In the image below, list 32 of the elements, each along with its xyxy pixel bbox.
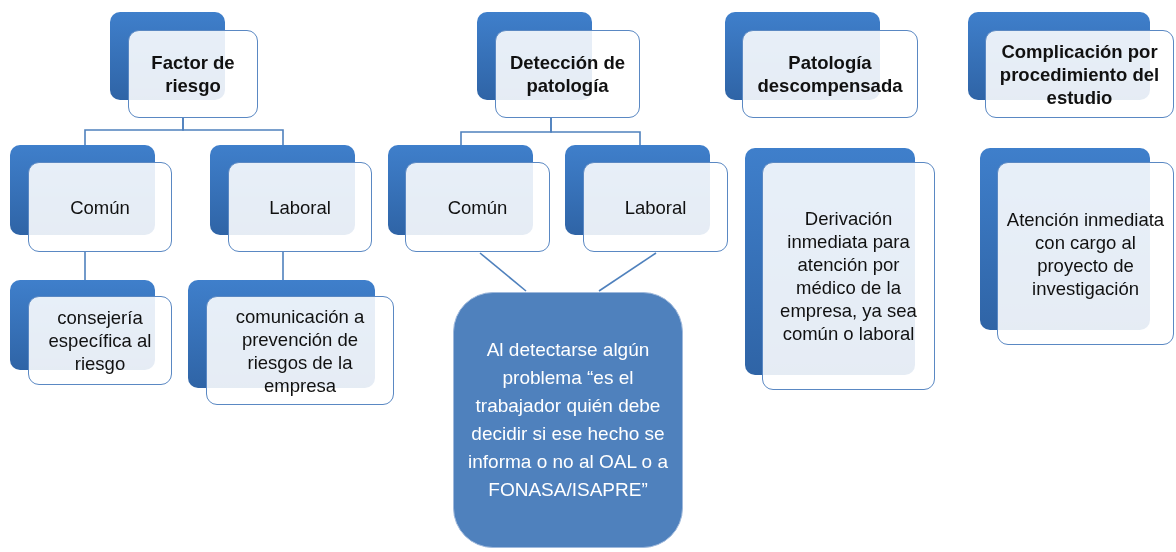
connector-line: [84, 251, 86, 281]
box-text: Derivación inmediata para atención por médico de la empresa, ya sea común o laboral: [779, 207, 918, 345]
stacked-card: [388, 145, 550, 252]
stacked-card: [980, 148, 1174, 345]
box-text: Atención inmediata con cargo al proyecto de investigación: [1005, 207, 1166, 300]
box-text: Al detectarse algún problema “es el trabajador quién debe decidir si ese hecho se informa o no al OAL o a FONASA/ISAPRE”: [467, 338, 669, 502]
stacked-heading-card: [477, 12, 640, 118]
connector-line: [479, 252, 527, 292]
connector-line: [598, 252, 657, 292]
box-text: consejería específica al riesgo: [47, 306, 153, 375]
note-box: [453, 292, 683, 548]
stacked-card: [10, 145, 172, 252]
heading-text: Patología descompensada: [756, 51, 904, 97]
box-text: Común: [69, 195, 131, 219]
box-text: Común: [446, 195, 509, 219]
stacked-heading-card: [968, 12, 1174, 118]
heading-text: Complicación por procedimiento del estudio: [998, 39, 1161, 109]
box-text: comunicación a prevención de riesgos de la empresa: [234, 304, 366, 397]
connector-line: [182, 117, 284, 146]
box-text: Laboral: [623, 195, 688, 219]
stacked-heading-card: [110, 12, 258, 118]
connector-line: [550, 117, 641, 146]
stacked-card: [745, 148, 935, 390]
connector-line: [282, 251, 284, 281]
stacked-card: [565, 145, 728, 252]
stacked-card: [10, 280, 172, 385]
box-text: Laboral: [268, 195, 332, 219]
stacked-heading-card: [725, 12, 918, 118]
stacked-card: [210, 145, 372, 252]
stacked-card: [188, 280, 394, 405]
heading-text: Detección de patología: [508, 51, 627, 97]
heading-text: Factor de riesgo: [150, 51, 236, 97]
